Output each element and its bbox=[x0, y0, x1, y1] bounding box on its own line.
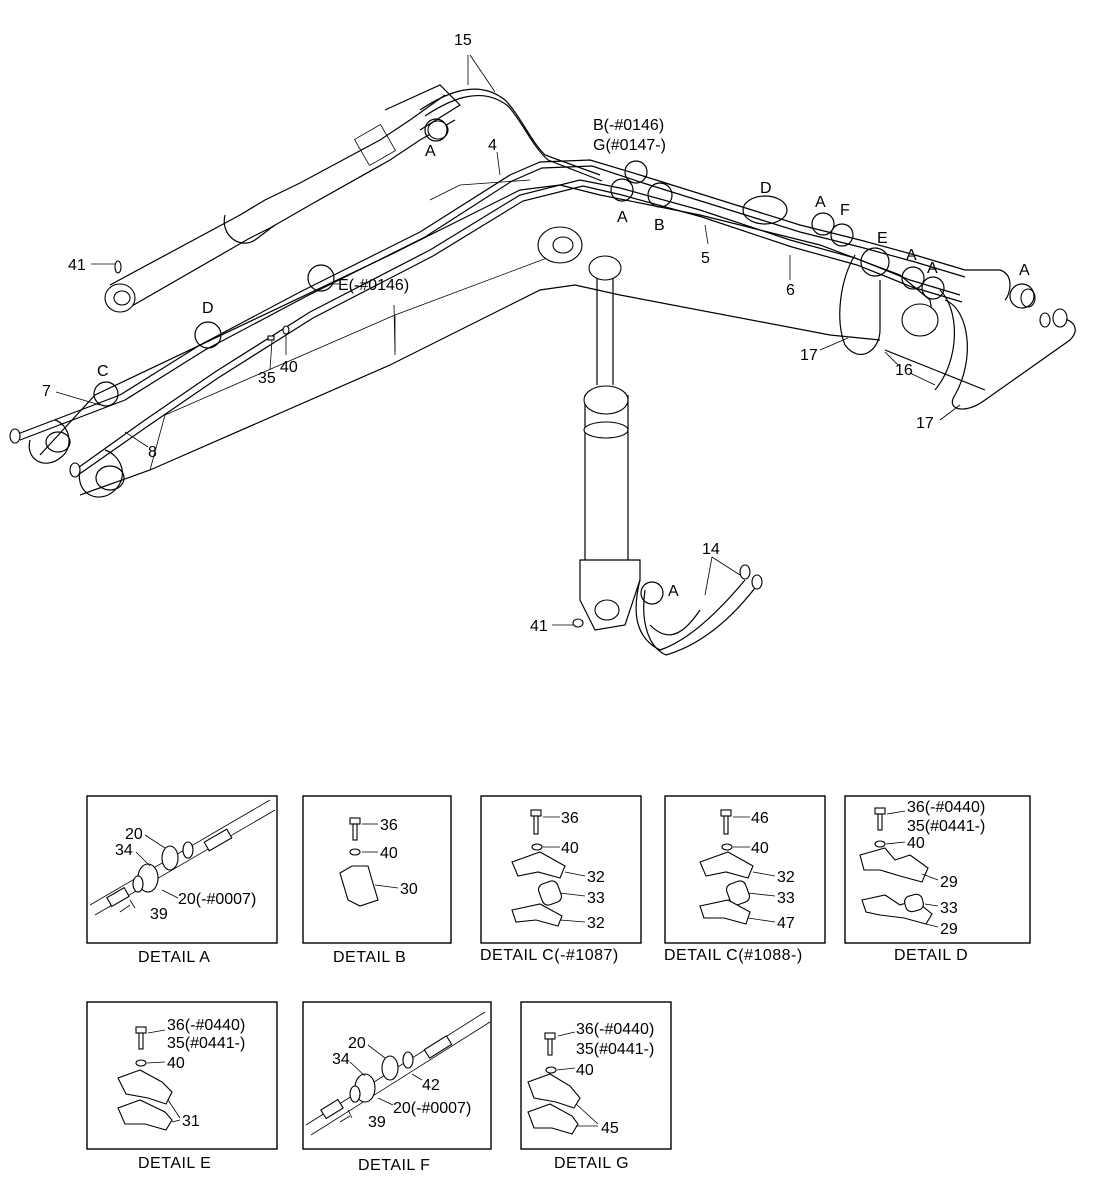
detail-e-31: 31 bbox=[182, 1113, 200, 1130]
label-41-top: 41 bbox=[68, 257, 86, 274]
label-4: 4 bbox=[488, 137, 497, 154]
detail-c1-caption: DETAIL C(-#1087) bbox=[480, 947, 619, 964]
detail-c2-46: 46 bbox=[751, 810, 769, 827]
detail-e: 36(-#0440) 35(#0441-) 40 31 DETAIL E bbox=[86, 1001, 278, 1172]
label-b-mid: B bbox=[654, 217, 665, 234]
detail-f-34: 34 bbox=[332, 1051, 350, 1068]
detail-g-35: 35(#0441-) bbox=[576, 1041, 654, 1058]
label-a-right4: A bbox=[1019, 262, 1030, 279]
boom-cylinder bbox=[579, 255, 641, 631]
label-41-bottom: 41 bbox=[530, 618, 548, 635]
detail-c2-caption: DETAIL C(#1088-) bbox=[664, 947, 803, 964]
label-15: 15 bbox=[454, 32, 472, 49]
detail-c2-33: 33 bbox=[777, 890, 795, 907]
label-d-left: D bbox=[202, 300, 214, 317]
detail-f-39: 39 bbox=[368, 1114, 386, 1131]
detail-b: 36 40 30 DETAIL B bbox=[302, 795, 452, 966]
label-a-right3: A bbox=[927, 260, 938, 277]
detail-a-20-0007: 20(-#0007) bbox=[178, 891, 256, 908]
label-b-0146: B(-#0146) bbox=[593, 117, 664, 134]
detail-g-caption: DETAIL G bbox=[554, 1155, 629, 1172]
label-40: 40 bbox=[280, 359, 298, 376]
leader-lines bbox=[55, 151, 961, 626]
detail-a-34: 34 bbox=[115, 842, 133, 859]
detail-f: 20 34 42 20(-#0007) 39 DETAIL F bbox=[302, 1001, 492, 1174]
detail-d-29a: 29 bbox=[940, 874, 958, 891]
detail-c1-33: 33 bbox=[587, 890, 605, 907]
label-e-top: E bbox=[877, 230, 888, 247]
detail-e-35: 35(#0441-) bbox=[167, 1035, 245, 1052]
detail-a-20: 20 bbox=[125, 826, 143, 843]
label-6: 6 bbox=[786, 282, 795, 299]
detail-g-45: 45 bbox=[601, 1120, 619, 1137]
label-e-0146: E(-#0146) bbox=[338, 277, 409, 294]
detail-d: 36(-#0440) 35(#0441-) 40 29 33 29 DETAIL… bbox=[844, 795, 1031, 964]
label-a-right2: A bbox=[906, 247, 917, 264]
detail-c1-32a: 32 bbox=[587, 869, 605, 886]
detail-c1-36: 36 bbox=[561, 810, 579, 827]
label-5: 5 bbox=[701, 250, 710, 267]
boom-assembly bbox=[9, 54, 1076, 656]
detail-f-caption: DETAIL F bbox=[358, 1157, 430, 1174]
detail-b-30: 30 bbox=[400, 881, 418, 898]
label-16: 16 bbox=[895, 362, 913, 379]
detail-c1-40: 40 bbox=[561, 840, 579, 857]
label-14: 14 bbox=[702, 541, 720, 558]
detail-a: 20 34 20(-#0007) 39 DETAIL A bbox=[86, 795, 278, 966]
label-c: C bbox=[97, 363, 109, 380]
detail-d-caption: DETAIL D bbox=[894, 947, 968, 964]
detail-f-42: 42 bbox=[422, 1077, 440, 1094]
detail-c2-40: 40 bbox=[751, 840, 769, 857]
detail-f-20-0007: 20(-#0007) bbox=[393, 1100, 471, 1117]
detail-c1-32b: 32 bbox=[587, 915, 605, 932]
detail-b-36: 36 bbox=[380, 817, 398, 834]
detail-d-36: 36(-#0440) bbox=[907, 799, 985, 816]
detail-g-40: 40 bbox=[576, 1062, 594, 1079]
label-a-mid: A bbox=[617, 209, 628, 226]
detail-e-40: 40 bbox=[167, 1055, 185, 1072]
detail-c-1088: 46 40 32 33 47 DETAIL C(#1088-) bbox=[664, 795, 826, 964]
label-d-top: D bbox=[760, 180, 772, 197]
detail-e-caption: DETAIL E bbox=[138, 1155, 211, 1172]
label-7: 7 bbox=[42, 383, 51, 400]
label-a-bottom: A bbox=[668, 583, 679, 600]
detail-f-20: 20 bbox=[348, 1035, 366, 1052]
detail-d-35: 35(#0441-) bbox=[907, 818, 985, 835]
label-f: F bbox=[840, 202, 850, 219]
detail-g: 36(-#0440) 35(#0441-) 40 45 DETAIL G bbox=[520, 1001, 672, 1172]
detail-d-33: 33 bbox=[940, 900, 958, 917]
detail-b-40: 40 bbox=[380, 845, 398, 862]
arm-cylinder bbox=[104, 84, 461, 313]
label-a-cyl: A bbox=[425, 143, 436, 160]
detail-a-39: 39 bbox=[150, 906, 168, 923]
detail-c2-47: 47 bbox=[777, 915, 795, 932]
detail-g-36: 36(-#0440) bbox=[576, 1021, 654, 1038]
label-a-right1: A bbox=[815, 194, 826, 211]
detail-a-caption: DETAIL A bbox=[138, 949, 210, 966]
label-g-0147: G(#0147-) bbox=[593, 137, 666, 154]
label-17-lower: 17 bbox=[916, 415, 934, 432]
label-17-upper: 17 bbox=[800, 347, 818, 364]
label-8: 8 bbox=[148, 444, 157, 461]
detail-b-caption: DETAIL B bbox=[333, 949, 406, 966]
detail-e-36: 36(-#0440) bbox=[167, 1017, 245, 1034]
label-35: 35 bbox=[258, 370, 276, 387]
detail-d-29b: 29 bbox=[940, 921, 958, 938]
detail-callout-circles bbox=[93, 118, 1035, 605]
detail-c-1087: 36 40 32 33 32 DETAIL C(-#1087) bbox=[480, 795, 642, 964]
detail-c2-32: 32 bbox=[777, 869, 795, 886]
detail-d-40: 40 bbox=[907, 835, 925, 852]
main-callout-labels: 15 B(-#0146) G(#0147-) 4 A A B D A F E A… bbox=[42, 32, 1030, 635]
